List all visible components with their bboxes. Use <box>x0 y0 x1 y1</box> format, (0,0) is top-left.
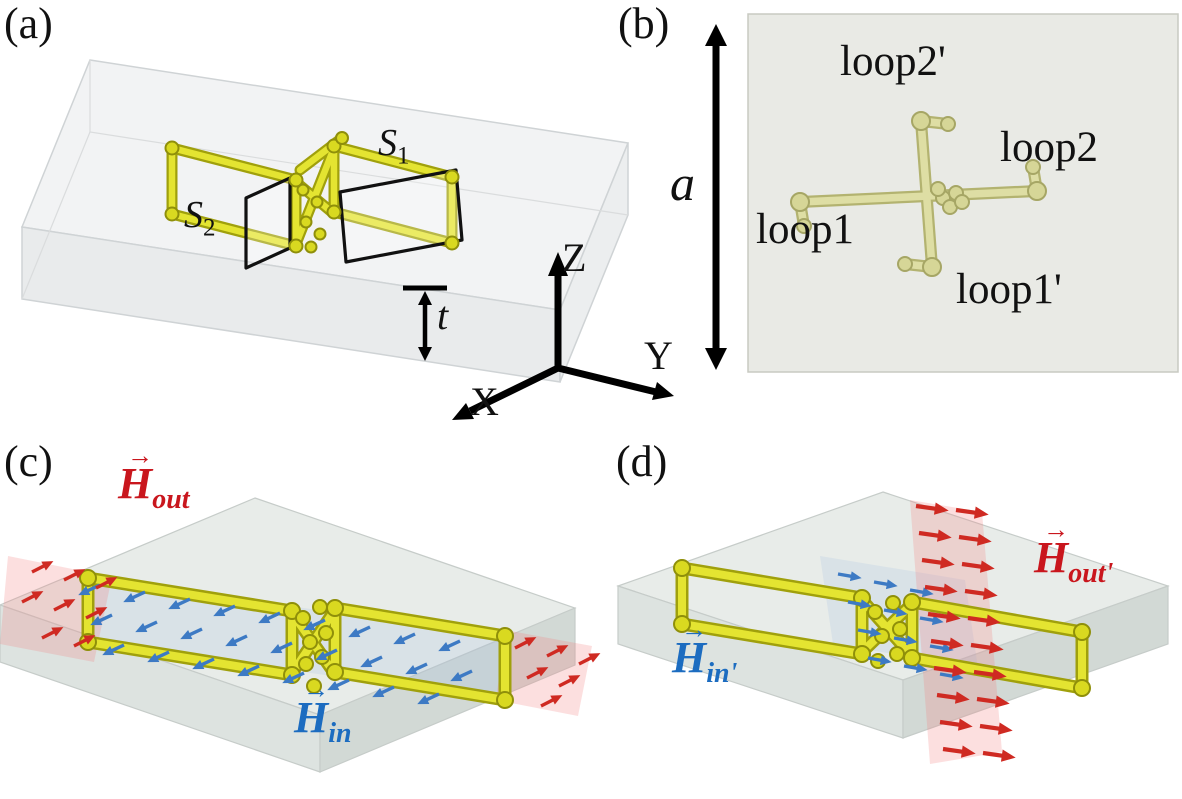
y-axis-label: Y <box>644 333 673 378</box>
thickness-label: t <box>437 293 449 338</box>
panel-b-tag: (b) <box>618 0 670 48</box>
panel-b-dimension-arrow <box>705 24 727 370</box>
vector-accent: →H <box>294 675 329 742</box>
y-axis-head <box>652 382 674 400</box>
loop2-label: loop2 <box>1000 124 1098 171</box>
panel-d-tag: (d) <box>616 437 668 486</box>
panel-b-loop-structure <box>790 111 1047 277</box>
vector-accent: →H <box>672 615 707 682</box>
h-out-label: →Hout <box>118 441 190 515</box>
x-axis <box>468 364 560 415</box>
loop-tubes-d <box>678 564 1086 692</box>
panel-b-top-view <box>705 13 1179 373</box>
x-axis-head <box>452 403 474 420</box>
h-out-prime-label: →Hout' <box>1034 515 1114 589</box>
slab-a-hidden-edge-2 <box>21 131 91 300</box>
loop-nodes-c <box>79 569 514 709</box>
thickness-dimension <box>403 285 447 361</box>
axes-triad <box>452 252 674 420</box>
vector-arrow-glyph: → <box>1043 515 1069 544</box>
panel-a-tag: (a) <box>4 0 53 48</box>
panel-a-loop-structure <box>164 131 464 270</box>
vector-accent: →H <box>1034 515 1069 582</box>
lattice-constant-label: a <box>670 155 695 211</box>
h-in-label: →Hin <box>294 675 352 749</box>
panel-a-slab <box>20 59 630 383</box>
x-axis-label: X <box>470 379 499 424</box>
panel-c-tag: (c) <box>4 437 53 486</box>
y-axis <box>557 364 657 396</box>
s2-label: S2 <box>184 194 216 242</box>
z-axis-head <box>548 252 568 276</box>
loop-nodes-a <box>164 131 460 254</box>
vector-arrow-glyph: → <box>127 441 153 470</box>
h-out-field-plane-right <box>496 630 592 716</box>
loop-nodes-b <box>790 111 1047 277</box>
z-axis-label: Z <box>562 235 587 280</box>
loop1-label: loop1 <box>756 206 854 253</box>
vector-arrow-glyph: → <box>303 675 329 704</box>
vector-accent: →H <box>118 441 153 508</box>
loop2-prime-label: loop2' <box>840 38 946 85</box>
h-in-prime-label: →Hin' <box>672 615 738 689</box>
s1-surface-outline <box>338 168 464 264</box>
slab-a-right-face <box>559 142 629 383</box>
loop1-prime-label: loop1' <box>956 266 1062 313</box>
vector-arrow-glyph: → <box>681 615 707 644</box>
s1-label: S1 <box>378 122 410 170</box>
